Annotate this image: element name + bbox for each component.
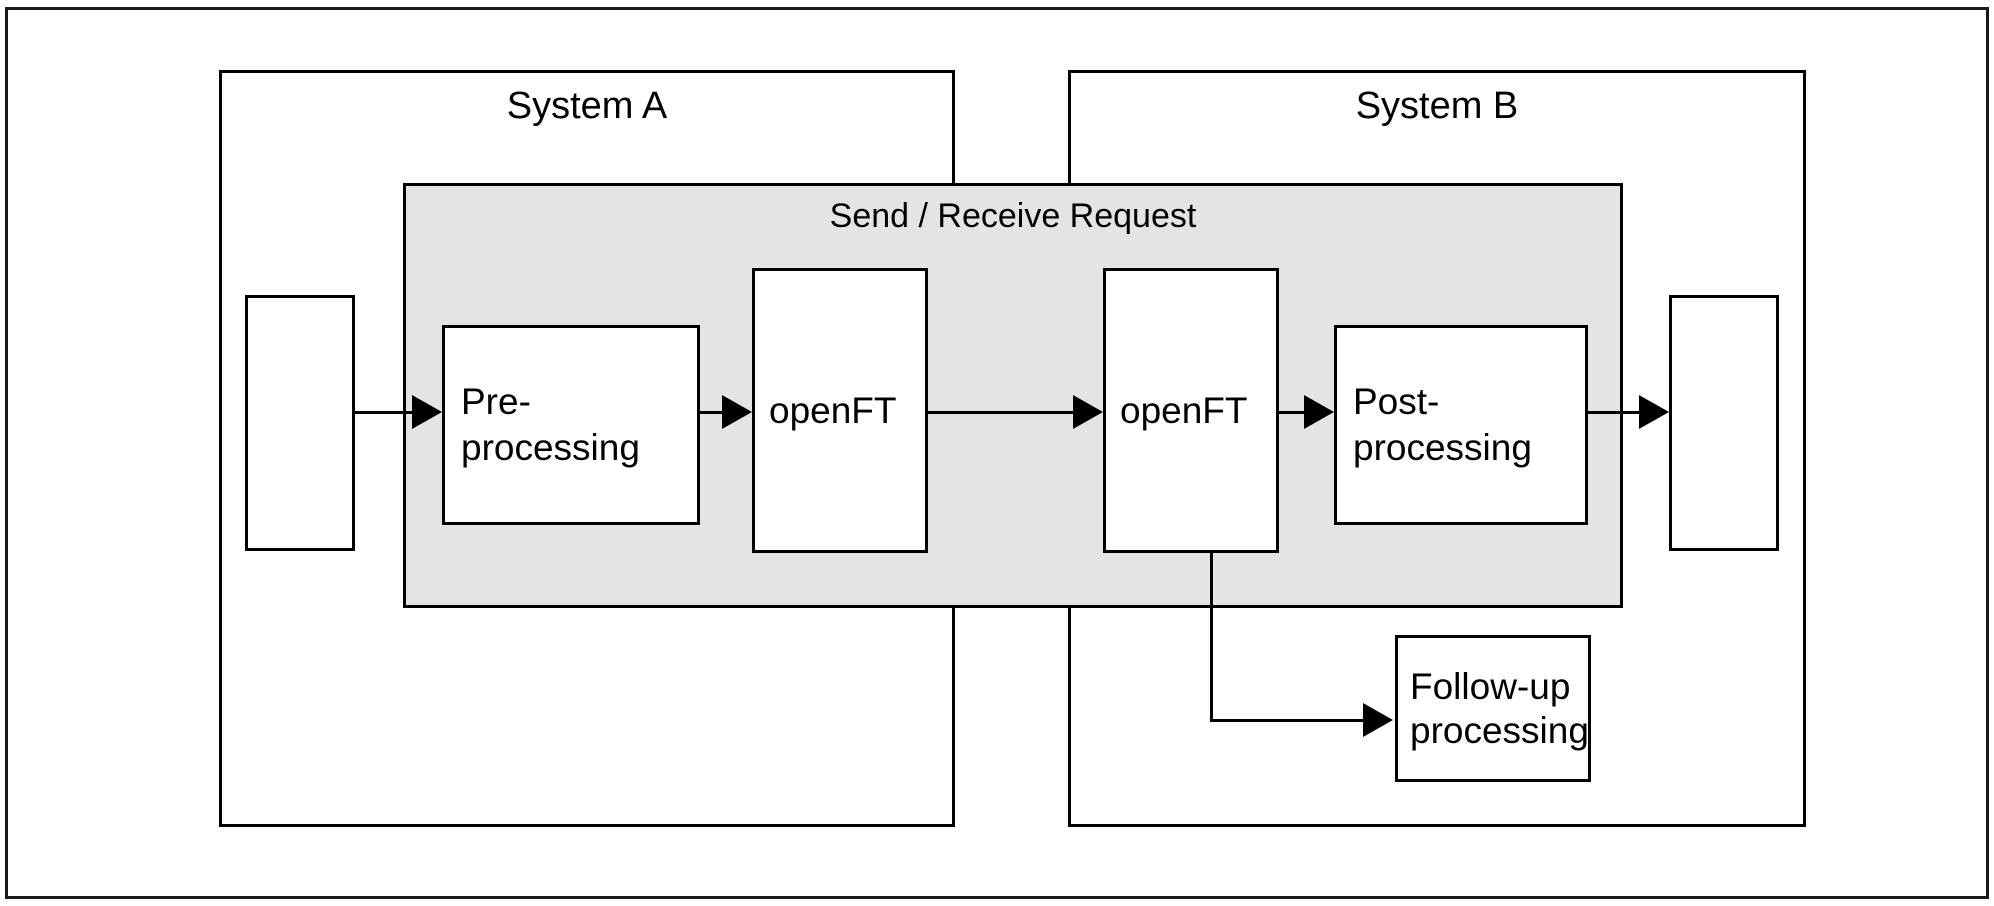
system-b-label: System B	[1355, 85, 1519, 127]
edge-openft-b-to-followup-vline	[1210, 430, 1213, 721]
edge-openft-b-to-post-arrowhead	[1304, 395, 1334, 429]
edge-pre-to-openft-a-line	[700, 411, 724, 414]
edge-openft-a-to-openft-b-arrowhead	[1073, 395, 1103, 429]
edge-pre-to-openft-a-arrowhead	[722, 395, 752, 429]
system-a-label: System A	[506, 85, 668, 127]
node-pre-processing-label: Pre- processing	[461, 381, 640, 468]
node-openft-b[interactable]: openFT	[1103, 268, 1279, 553]
edge-post-to-target-arrowhead	[1639, 395, 1669, 429]
node-source-file[interactable]	[245, 295, 355, 551]
edge-openft-b-to-followup-arrowhead	[1363, 703, 1393, 737]
node-openft-b-label: openFT	[1120, 389, 1248, 431]
edge-openft-a-to-openft-b-line	[928, 411, 1075, 414]
node-follow-up-processing[interactable]: Follow-up processing	[1395, 635, 1591, 782]
node-pre-processing[interactable]: Pre- processing	[442, 325, 700, 525]
edge-source-to-pre-arrowhead	[412, 395, 442, 429]
node-post-processing[interactable]: Post- processing	[1334, 325, 1588, 525]
node-openft-a-label: openFT	[769, 389, 897, 431]
edge-openft-b-to-post-line	[1278, 411, 1306, 414]
node-target-file[interactable]	[1669, 295, 1779, 551]
node-follow-up-processing-label: Follow-up processing	[1410, 665, 1589, 751]
node-post-processing-label: Post- processing	[1353, 381, 1532, 468]
edge-openft-b-to-followup-hline	[1210, 719, 1365, 722]
node-openft-a[interactable]: openFT	[752, 268, 928, 553]
edge-source-to-pre-line	[355, 411, 414, 414]
edge-post-to-target-line	[1588, 411, 1641, 414]
send-receive-request-label: Send / Receive Request	[829, 197, 1197, 235]
